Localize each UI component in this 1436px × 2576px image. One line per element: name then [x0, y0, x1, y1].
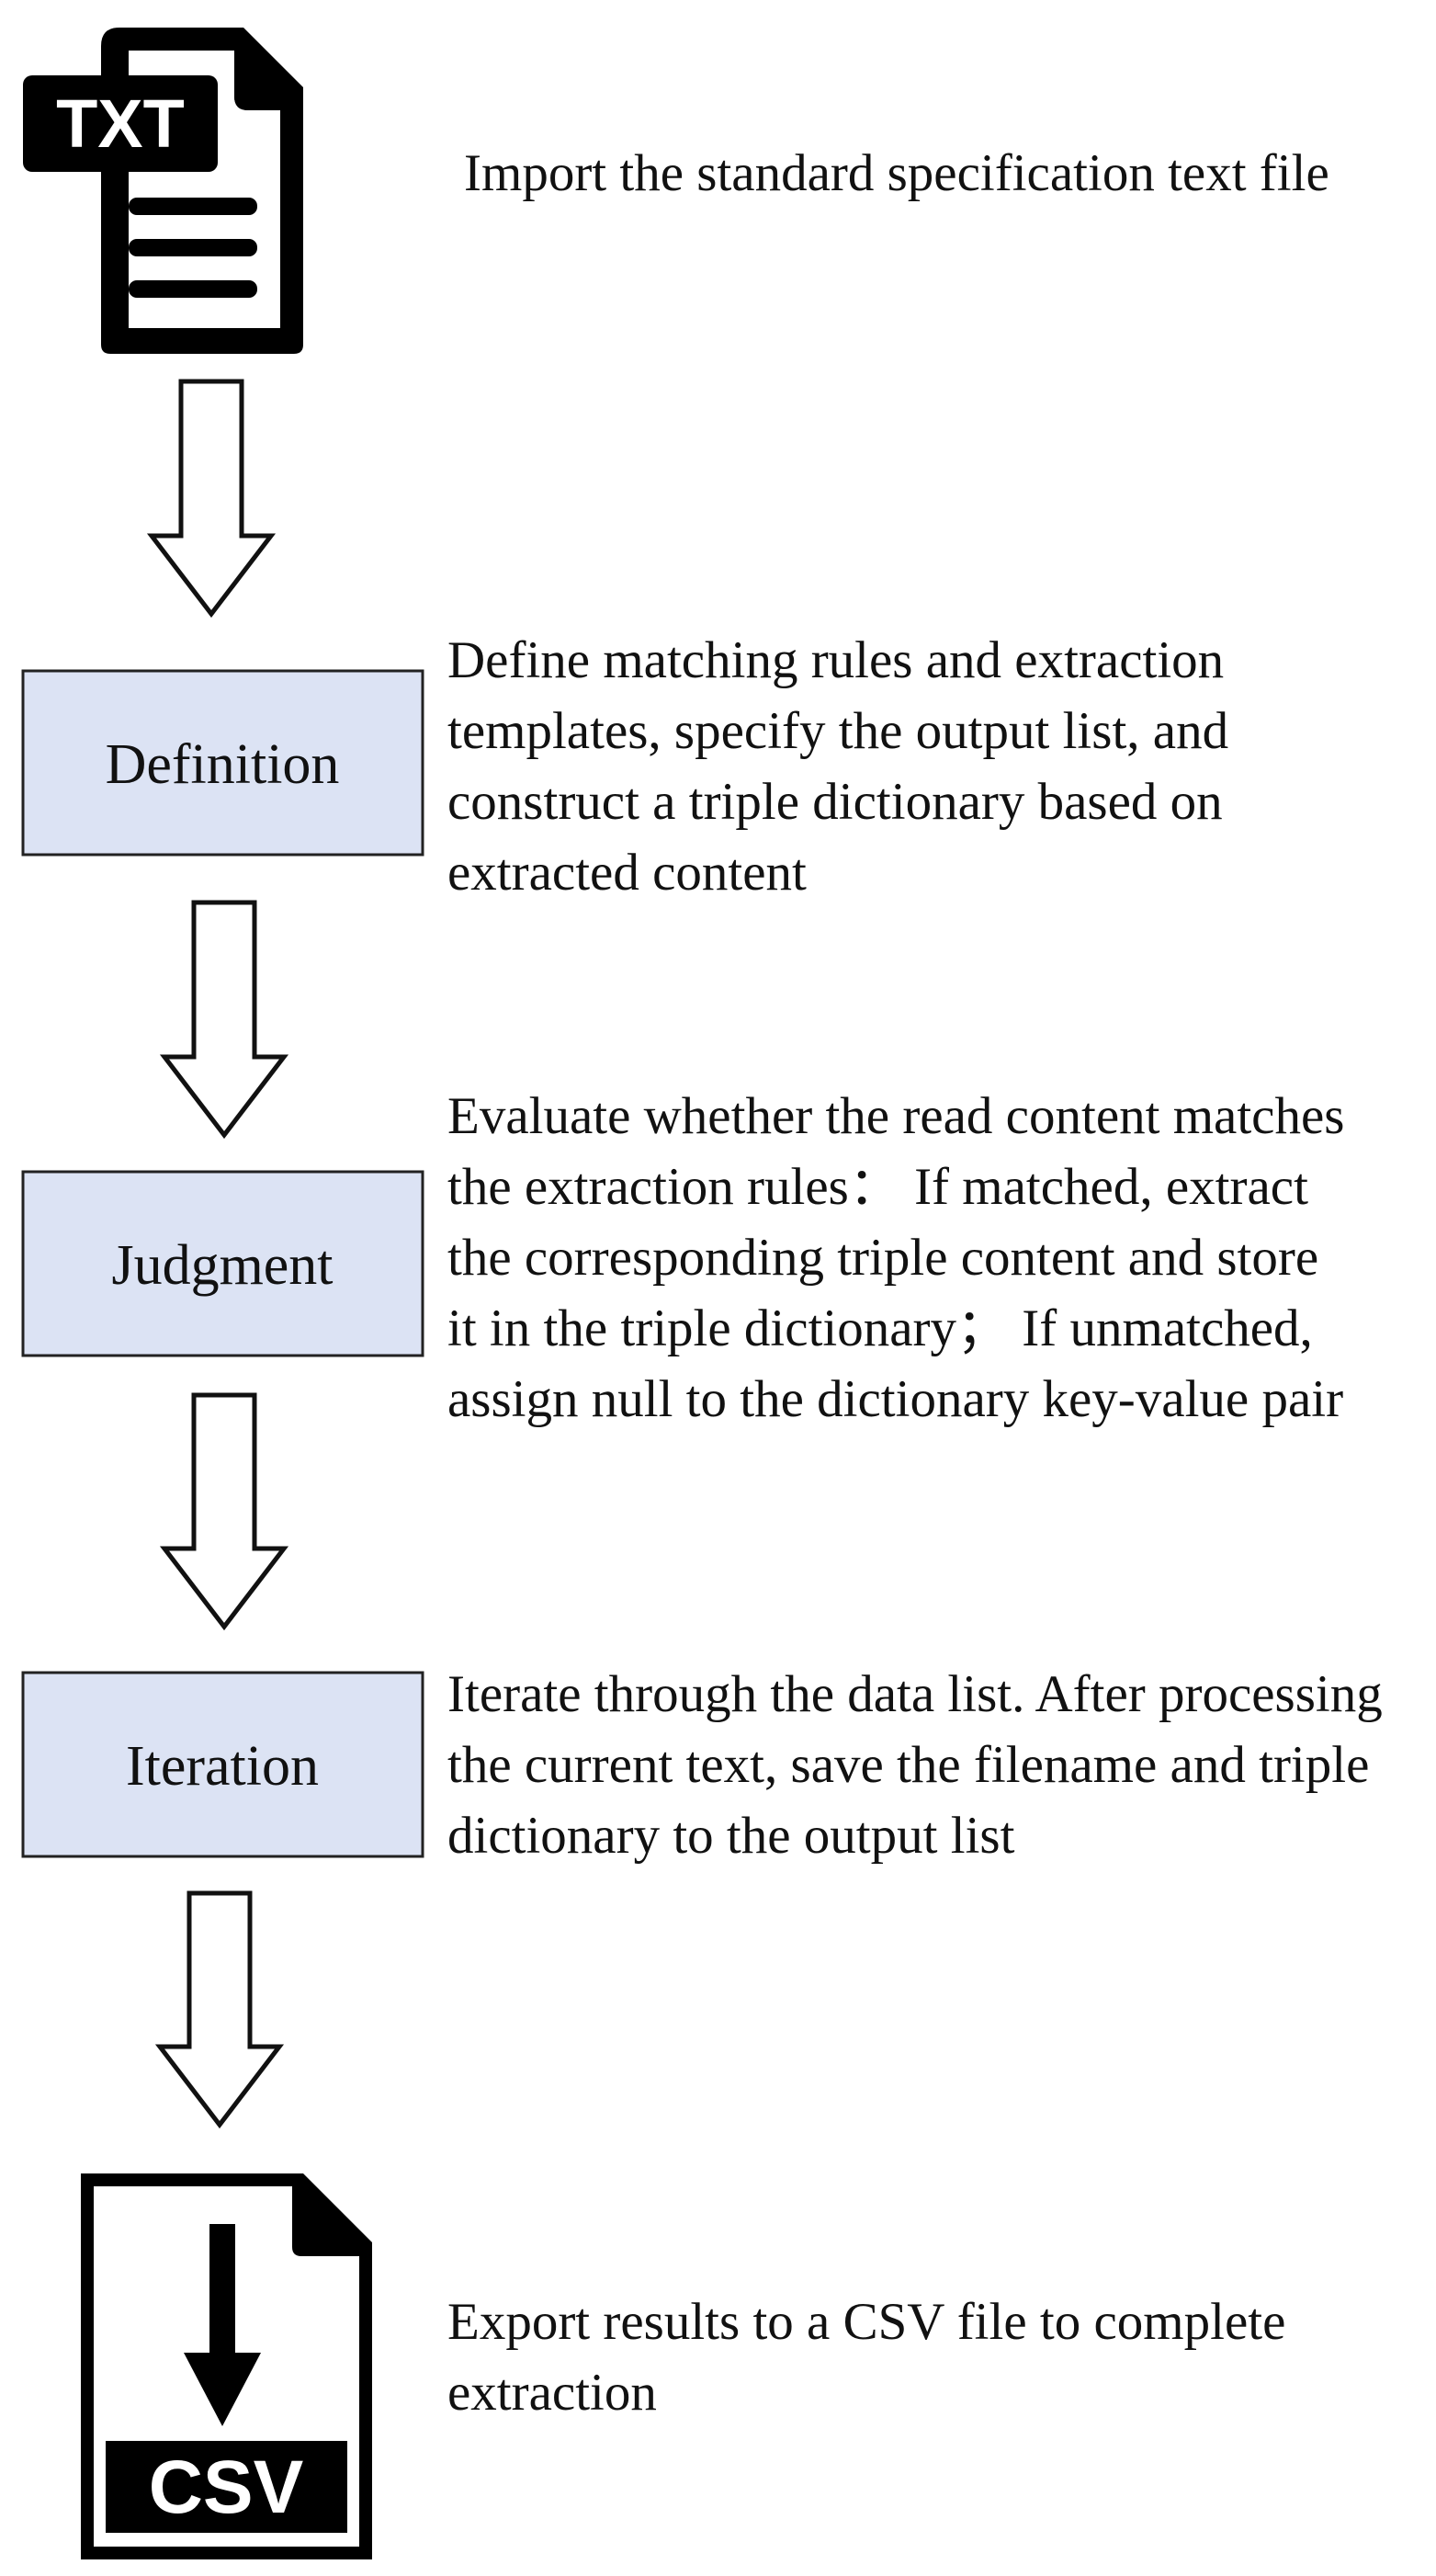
definition-label: Definition	[106, 733, 340, 796]
download-arrow-icon	[184, 2224, 261, 2426]
txt-file-icon: TXT	[23, 28, 303, 354]
import-description: Import the standard specification text f…	[464, 144, 1329, 202]
iteration-description: Iterate through the data list. After pro…	[447, 1665, 1383, 1865]
judgment-box: Judgment	[21, 1170, 424, 1357]
definition-description: Define matching rules and extraction tem…	[447, 631, 1229, 902]
definition-box: Definition	[21, 669, 424, 857]
csv-file-label: CSV	[149, 2445, 304, 2529]
judgment-label: Judgment	[111, 1234, 333, 1297]
flow-arrow-4	[154, 1890, 285, 2129]
iteration-box: Iteration	[21, 1671, 424, 1858]
flow-arrow-3	[159, 1392, 289, 1631]
judgment-description: Evaluate whether the read content matche…	[447, 1087, 1345, 1428]
export-description: Export results to a CSV file to complete…	[447, 2293, 1286, 2422]
flow-arrow-2	[159, 900, 289, 1140]
txt-file-label: TXT	[56, 85, 185, 162]
iteration-label: Iteration	[126, 1735, 319, 1798]
flow-arrow-1	[146, 379, 277, 618]
csv-file-icon: CSV	[81, 2173, 372, 2559]
